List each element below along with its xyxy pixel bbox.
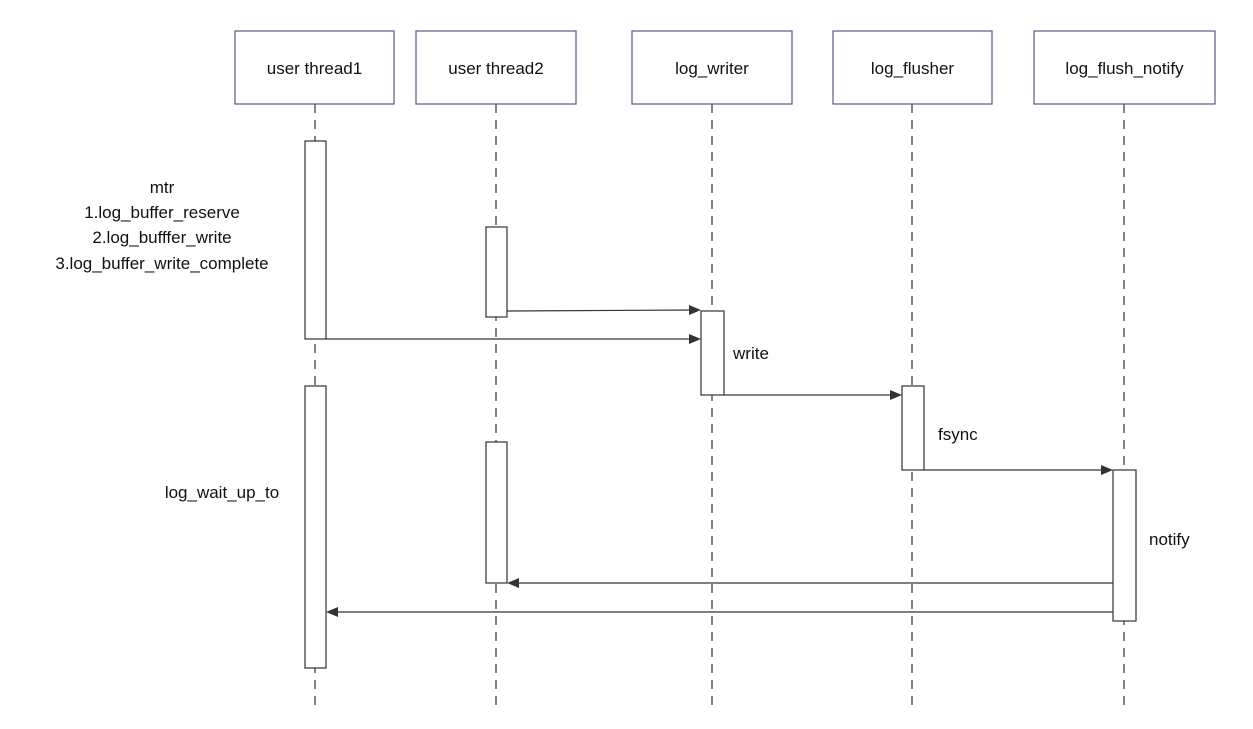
write-note: write [732, 344, 769, 363]
participant-label: log_flusher [871, 59, 955, 78]
message-log-flush-notify-to-user-thread1 [326, 607, 1113, 617]
activation-user-thread1-wait [304, 385, 327, 669]
arrowhead-icon [689, 305, 701, 315]
arrowhead-icon [890, 390, 902, 400]
mtr-note: mtr 1.log_buffer_reserve 2.log_bufffer_w… [55, 178, 268, 273]
activation-log-writer [700, 310, 725, 396]
message-log-flusher-to-log-flush-notify [924, 465, 1113, 475]
participant-user-thread2: user thread2 [415, 30, 577, 105]
fsync-note: fsync [938, 425, 978, 444]
participant-log-flusher: log_flusher [832, 30, 993, 105]
activation-log-flusher [901, 385, 925, 471]
message-log-flush-notify-to-user-thread2 [507, 578, 1113, 588]
message-user-thread1-to-log-writer [326, 334, 701, 344]
participant-log-flush-notify: log_flush_notify [1033, 30, 1216, 105]
participant-label: user thread1 [267, 59, 362, 78]
message-log-writer-to-log-flusher [724, 390, 902, 400]
participant-log-writer: log_writer [631, 30, 793, 105]
participant-user-thread1: user thread1 [234, 30, 395, 105]
participant-label: user thread2 [448, 59, 543, 78]
wait-note: log_wait_up_to [165, 483, 279, 502]
mtr-step-2: 2.log_bufffer_write [92, 228, 231, 247]
activation-user-thread1-mtr [304, 140, 327, 340]
arrowhead-icon [689, 334, 701, 344]
arrowhead-icon [326, 607, 338, 617]
mtr-step-3: 3.log_buffer_write_complete [55, 254, 268, 273]
arrowhead-icon [1101, 465, 1113, 475]
message-user-thread2-to-log-writer [506, 305, 701, 315]
activation-user-thread2-mtr [485, 226, 508, 318]
participant-label: log_writer [675, 59, 749, 78]
activation-log-flush-notify [1112, 469, 1137, 622]
participant-label: log_flush_notify [1065, 59, 1184, 78]
mtr-title: mtr [150, 178, 175, 197]
mtr-step-1: 1.log_buffer_reserve [84, 203, 240, 222]
activation-user-thread2-wait [485, 441, 508, 584]
notify-note: notify [1149, 530, 1190, 549]
arrowhead-icon [507, 578, 519, 588]
